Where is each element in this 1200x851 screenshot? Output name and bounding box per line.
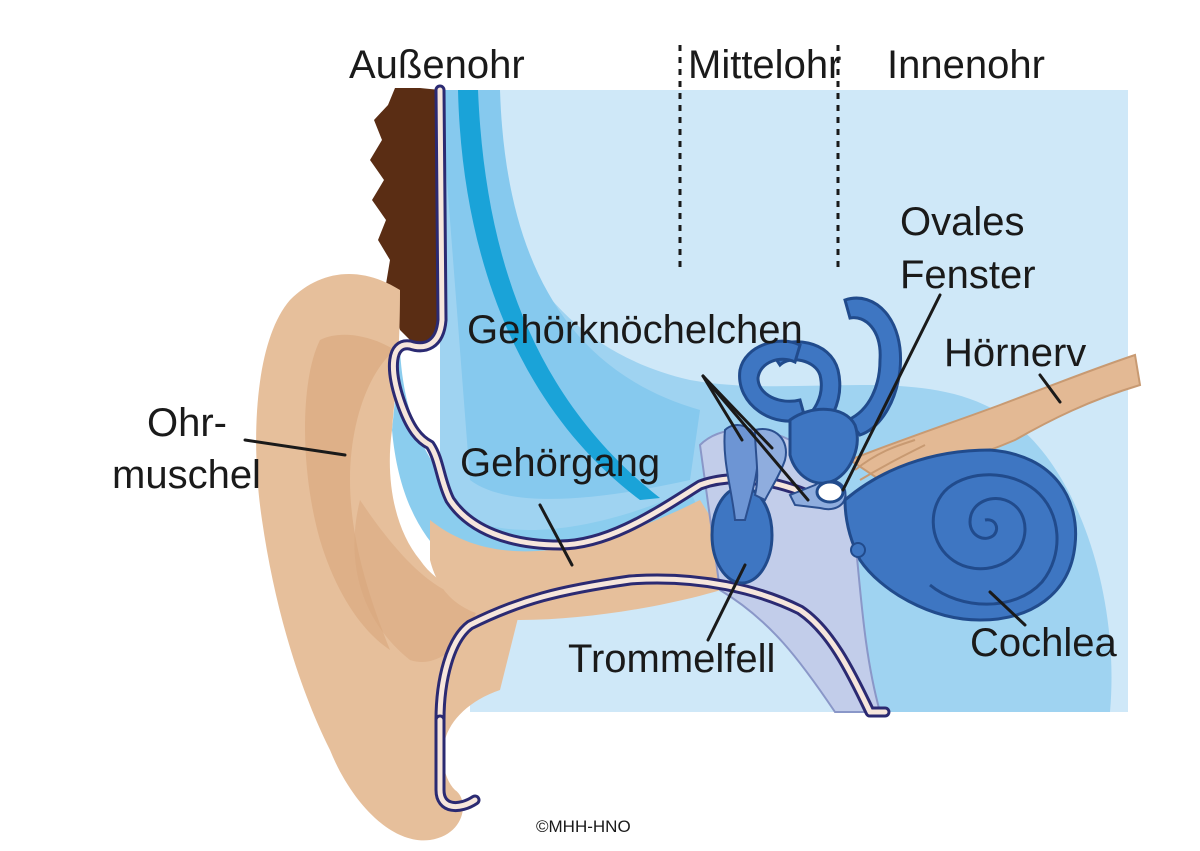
round-window [850,542,866,558]
leader-ossicles-1 [701,374,744,442]
label-ossicles: Gehörknöchelchen [467,308,803,352]
vestibule [788,407,859,485]
copyright-notice: ©MHH-HNO [536,817,631,836]
concha-shadow [354,500,480,662]
region-label-inner-ear: Innenohr [887,43,1045,87]
leader-cochlea [988,590,1027,627]
label-eardrum: Trommelfell [568,637,775,681]
leader-nerve [1038,373,1062,404]
leader-oval-window [841,293,942,492]
label-cochlea: Cochlea [970,621,1118,665]
label-ear-canal: Gehörgang [460,441,660,485]
cochlea-shape [843,448,1078,622]
oval-window-shape [815,480,845,504]
canal-lower-wall-lining [437,576,888,723]
semicircular-canal-lateral [738,339,807,423]
region-label-outer-ear: Außenohr [349,43,525,87]
cochlea-spiral [929,473,1059,606]
leader-ossicles-3 [701,374,810,502]
region-label-middle-ear: Mittelohr [688,43,841,87]
pinna-shadow [305,334,395,650]
label-auditory-nerve: Hörnerv [944,331,1086,375]
nerve-fibers [854,439,926,481]
label-pinna-line1: Ohr- [147,401,227,445]
canal-tissue-upper [440,90,700,499]
lobe-outline-lining [437,717,478,810]
label-oval-window-line1: Ovales [900,200,1025,244]
label-oval-window-line2: Fenster [900,253,1036,297]
canal-floor-skin [430,500,750,620]
label-pinna-line2: muschel [112,453,261,497]
canal-upper-wall-lining [390,87,823,548]
canal-stripe [458,90,660,500]
leader-ear-canal [538,503,574,567]
leader-pinna [243,438,347,457]
leader-eardrum [706,563,747,642]
